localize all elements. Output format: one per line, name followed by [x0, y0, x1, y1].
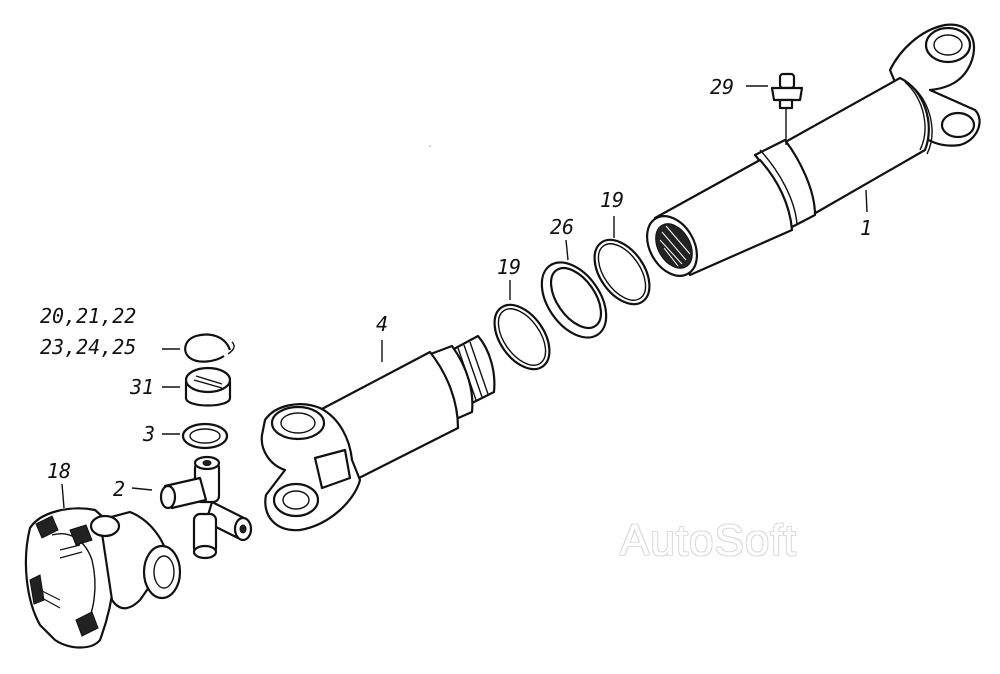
callout-23-24-25: 23,24,25 — [40, 335, 137, 359]
leader-lines — [61, 85, 868, 509]
callout-4: 4 — [376, 312, 389, 336]
part-18-flange-yoke — [24, 507, 182, 649]
callout-31: 31 — [130, 375, 155, 399]
part-1-tube-yoke — [646, 23, 981, 277]
callout-2: 2 — [113, 477, 126, 501]
part-20-snap-ring — [184, 333, 235, 363]
part-19-ring-left — [493, 303, 551, 371]
part-26-ring — [540, 261, 608, 339]
watermark: AutoSoft — [620, 516, 797, 565]
callout-20-21-22: 20,21,22 — [40, 304, 137, 328]
part-29-grease-fitting — [770, 72, 804, 145]
callout-26: 26 — [550, 215, 575, 239]
part-19-ring-right — [593, 238, 651, 306]
callout-18: 18 — [47, 459, 72, 483]
callout-3: 3 — [143, 422, 156, 446]
callout-19-left: 19 — [497, 255, 522, 279]
part-4-slip-yoke-shaft — [260, 334, 496, 532]
part-31-bearing-cup — [184, 366, 232, 407]
callout-1: 1 — [860, 216, 873, 240]
callout-19-right: 19 — [600, 188, 625, 212]
callout-29: 29 — [710, 75, 735, 99]
part-3-seal-ring — [181, 422, 229, 450]
stray-dot — [429, 145, 431, 147]
part-2-cross-spider — [159, 455, 253, 560]
